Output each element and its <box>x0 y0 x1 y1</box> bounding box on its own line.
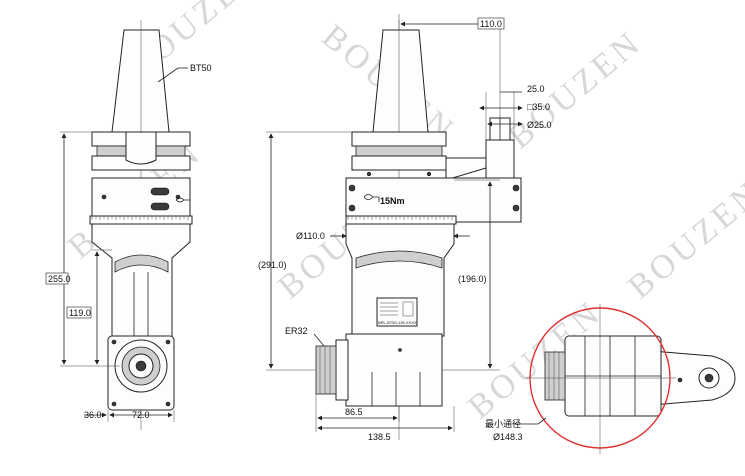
watermark-7: BOUZEN <box>621 174 745 306</box>
width-large-dim: 138.5 <box>368 432 391 442</box>
width-offset-dim: 36.0 <box>84 410 102 420</box>
torque-label: 15Nm <box>380 196 405 206</box>
height-overall-dim: 255.0 <box>48 274 71 284</box>
detail-view: 最小通径 Ø148.3 <box>485 304 736 454</box>
height-lower-dim: 119.0 <box>69 308 91 318</box>
side-view: 15Nm BRL-BT50-135-XXXX <box>258 14 552 442</box>
detail-diameter-dim: Ø148.3 <box>493 432 523 442</box>
total-height-dim: (291.0) <box>258 260 287 270</box>
width-small-dim: 86.5 <box>345 407 363 417</box>
detail-label-cn: 最小通径 <box>485 418 521 429</box>
width-head-dim: 72.0 <box>132 410 150 420</box>
left-view: BT50 255.0 119.0 36.0 72.0 <box>45 20 212 430</box>
taper-label: BT50 <box>190 63 212 73</box>
collet-label: ER32 <box>285 326 308 336</box>
body-diameter-dim: Ø110.0 <box>296 231 325 241</box>
watermark-3: BOUZEN <box>501 24 649 156</box>
key-diameter-dim: Ø25.0 <box>527 120 552 130</box>
key-width-dim: 25.0 <box>527 84 545 94</box>
top-offset-dim: 110.0 <box>480 19 502 29</box>
plate-text: BRL-BT50-135-XXXX <box>378 320 417 325</box>
lower-height-dim: (196.0) <box>458 274 487 284</box>
key-square-dim: □35.0 <box>527 102 550 112</box>
